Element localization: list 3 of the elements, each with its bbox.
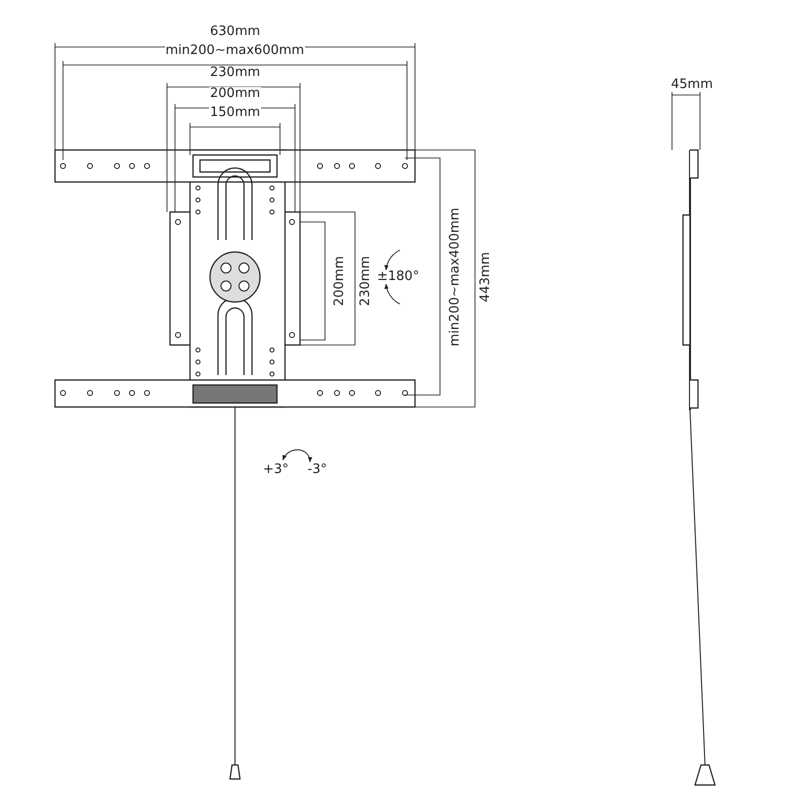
angle-label: ±180°	[376, 270, 420, 284]
dimension-label: 45mm	[670, 78, 714, 92]
dimension-label: min200~max400mm	[448, 206, 462, 348]
